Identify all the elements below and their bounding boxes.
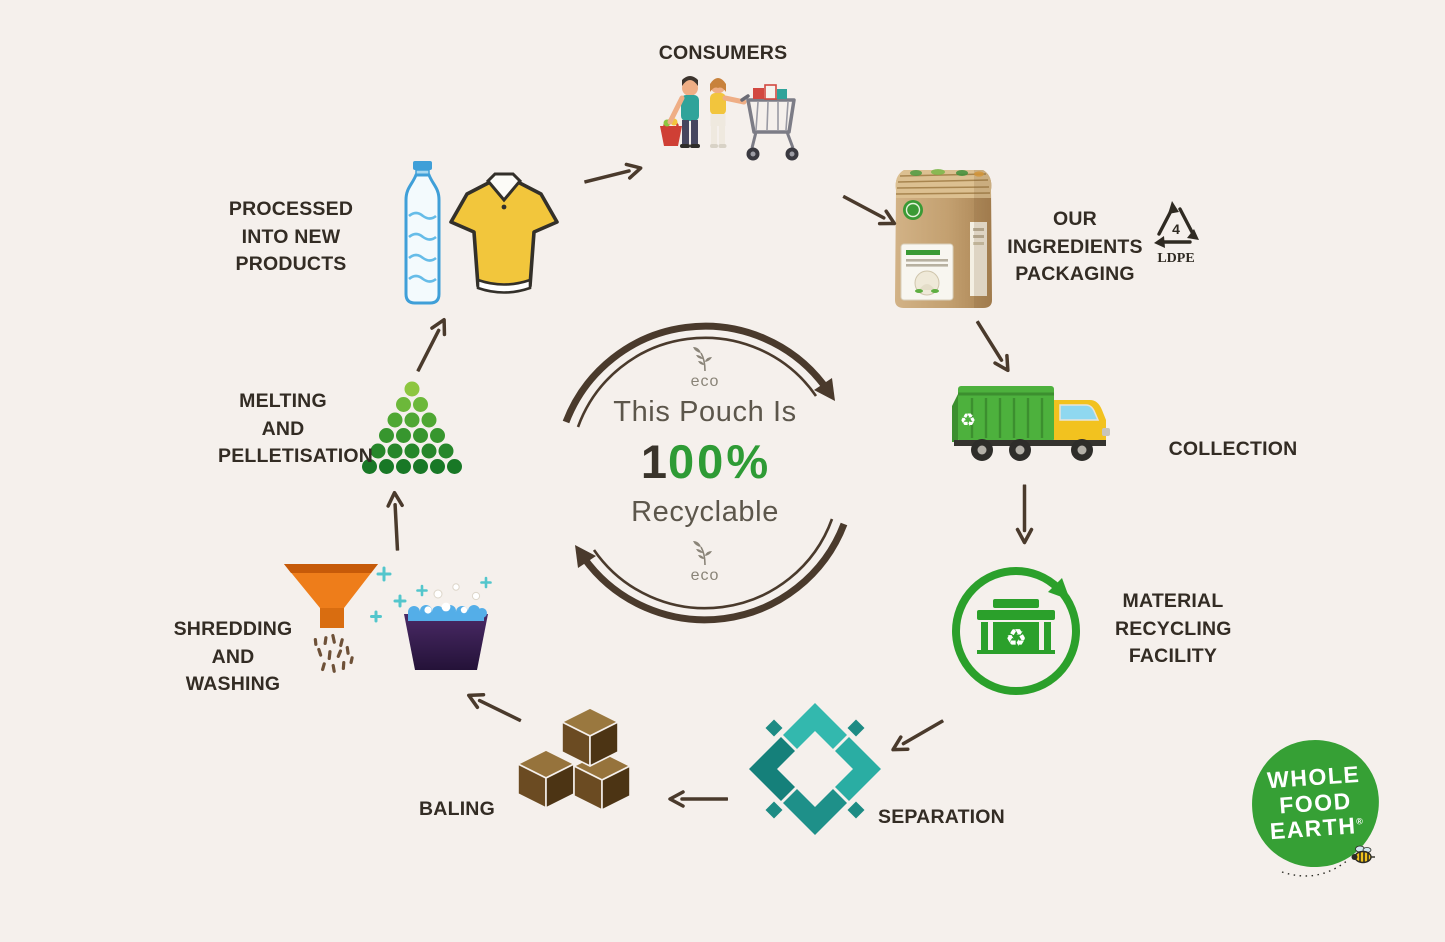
- center-percentage: 100%: [538, 434, 872, 489]
- pouch-icon: [895, 169, 992, 308]
- consumers-illustration: [660, 76, 799, 161]
- percentage-symbol: %: [726, 435, 770, 488]
- center-line-2: Recyclable: [631, 496, 779, 528]
- shredding-washing-label: SHREDDING AND WASHING: [163, 616, 303, 699]
- bottle-and-shirt-icon: [404, 161, 559, 305]
- melting-label-line1: MELTING: [239, 390, 327, 412]
- mrf-label-line1: MATERIAL: [1122, 590, 1224, 612]
- cycle-ring-arrows-icon: [562, 322, 848, 624]
- arrow-collection-to-facility: [1010, 483, 1035, 545]
- baling-label: BALING: [419, 798, 495, 820]
- shredding-label-line1: SHREDDING: [173, 618, 293, 640]
- shredding-label-line2: AND WASHING: [185, 645, 281, 696]
- melting-pelletisation-label: MELTING AND PELLETISATION: [218, 388, 373, 471]
- arrow-processed-to-consumers: [582, 158, 646, 197]
- eco-leaf-icon-top: [693, 347, 712, 372]
- arrow-separation-to-baling: [668, 784, 729, 809]
- collection-label: COLLECTION: [1168, 438, 1298, 460]
- center-line-1: This Pouch Is: [613, 396, 797, 428]
- separation-label: SEPARATION: [878, 806, 1005, 828]
- packaging-label: OUR INGREDIENTS PACKAGING: [1000, 206, 1150, 289]
- arrow-packaging-to-collection: [964, 316, 1017, 380]
- bee-trail: [1281, 859, 1349, 877]
- recycling-facility-icon: ♻: [952, 567, 1080, 695]
- arrow-washing-to-melting: [384, 490, 412, 552]
- arrow-consumers-to-packaging: [836, 187, 901, 237]
- registered-mark: ®: [1355, 816, 1365, 827]
- mrf-label-line2: RECYCLING: [1115, 617, 1232, 640]
- processed-label-line1: PROCESSED: [228, 198, 354, 220]
- truck-recycle-glyph: ♻: [960, 410, 976, 431]
- processed-label-line2: INTO NEW PRODUCTS: [235, 225, 347, 276]
- shredding-washing-icon: [284, 564, 492, 673]
- eco-label-bottom: eco: [690, 567, 720, 584]
- melting-label-line3: PELLETISATION: [218, 445, 373, 468]
- consumers-label: CONSUMERS: [658, 42, 788, 64]
- eco-badge-top: eco: [538, 346, 872, 391]
- material-recycling-facility-label: MATERIAL RECYCLING FACILITY: [1115, 588, 1231, 671]
- ldpe-recycle-symbol: 4 LDPE: [1154, 201, 1199, 266]
- melting-label-line2: AND: [261, 417, 305, 440]
- processed-label: PROCESSED INTO NEW PRODUCTS: [196, 196, 386, 279]
- baling-cubes-icon: [517, 707, 631, 811]
- packaging-label-line2: PACKAGING: [1015, 263, 1135, 286]
- eco-leaf-icon-bottom: [693, 541, 712, 566]
- percentage-zeros: 00: [668, 435, 727, 488]
- brand-logo-line3: EARTH®: [1269, 812, 1365, 845]
- arrow-facility-to-separation: [884, 708, 948, 760]
- pellets-pyramid-icon: [362, 381, 462, 474]
- bee-icon: [1281, 845, 1375, 877]
- separation-icon: [749, 703, 881, 835]
- eco-label-top: eco: [690, 373, 720, 390]
- arrow-baling-to-shredding: [463, 681, 528, 730]
- eco-badge-bottom: eco: [538, 540, 872, 585]
- packaging-label-line1: OUR INGREDIENTS: [1007, 208, 1143, 258]
- ldpe-label: LDPE: [1157, 251, 1194, 266]
- mrf-label-line3: FACILITY: [1128, 645, 1218, 668]
- percentage-digit-1: 1: [640, 435, 669, 488]
- facility-recycle-glyph: ♻: [1005, 624, 1027, 652]
- arrow-melting-to-processed: [409, 313, 459, 378]
- ldpe-code: 4: [1172, 221, 1180, 237]
- garbage-truck-icon: ♻: [952, 386, 1110, 461]
